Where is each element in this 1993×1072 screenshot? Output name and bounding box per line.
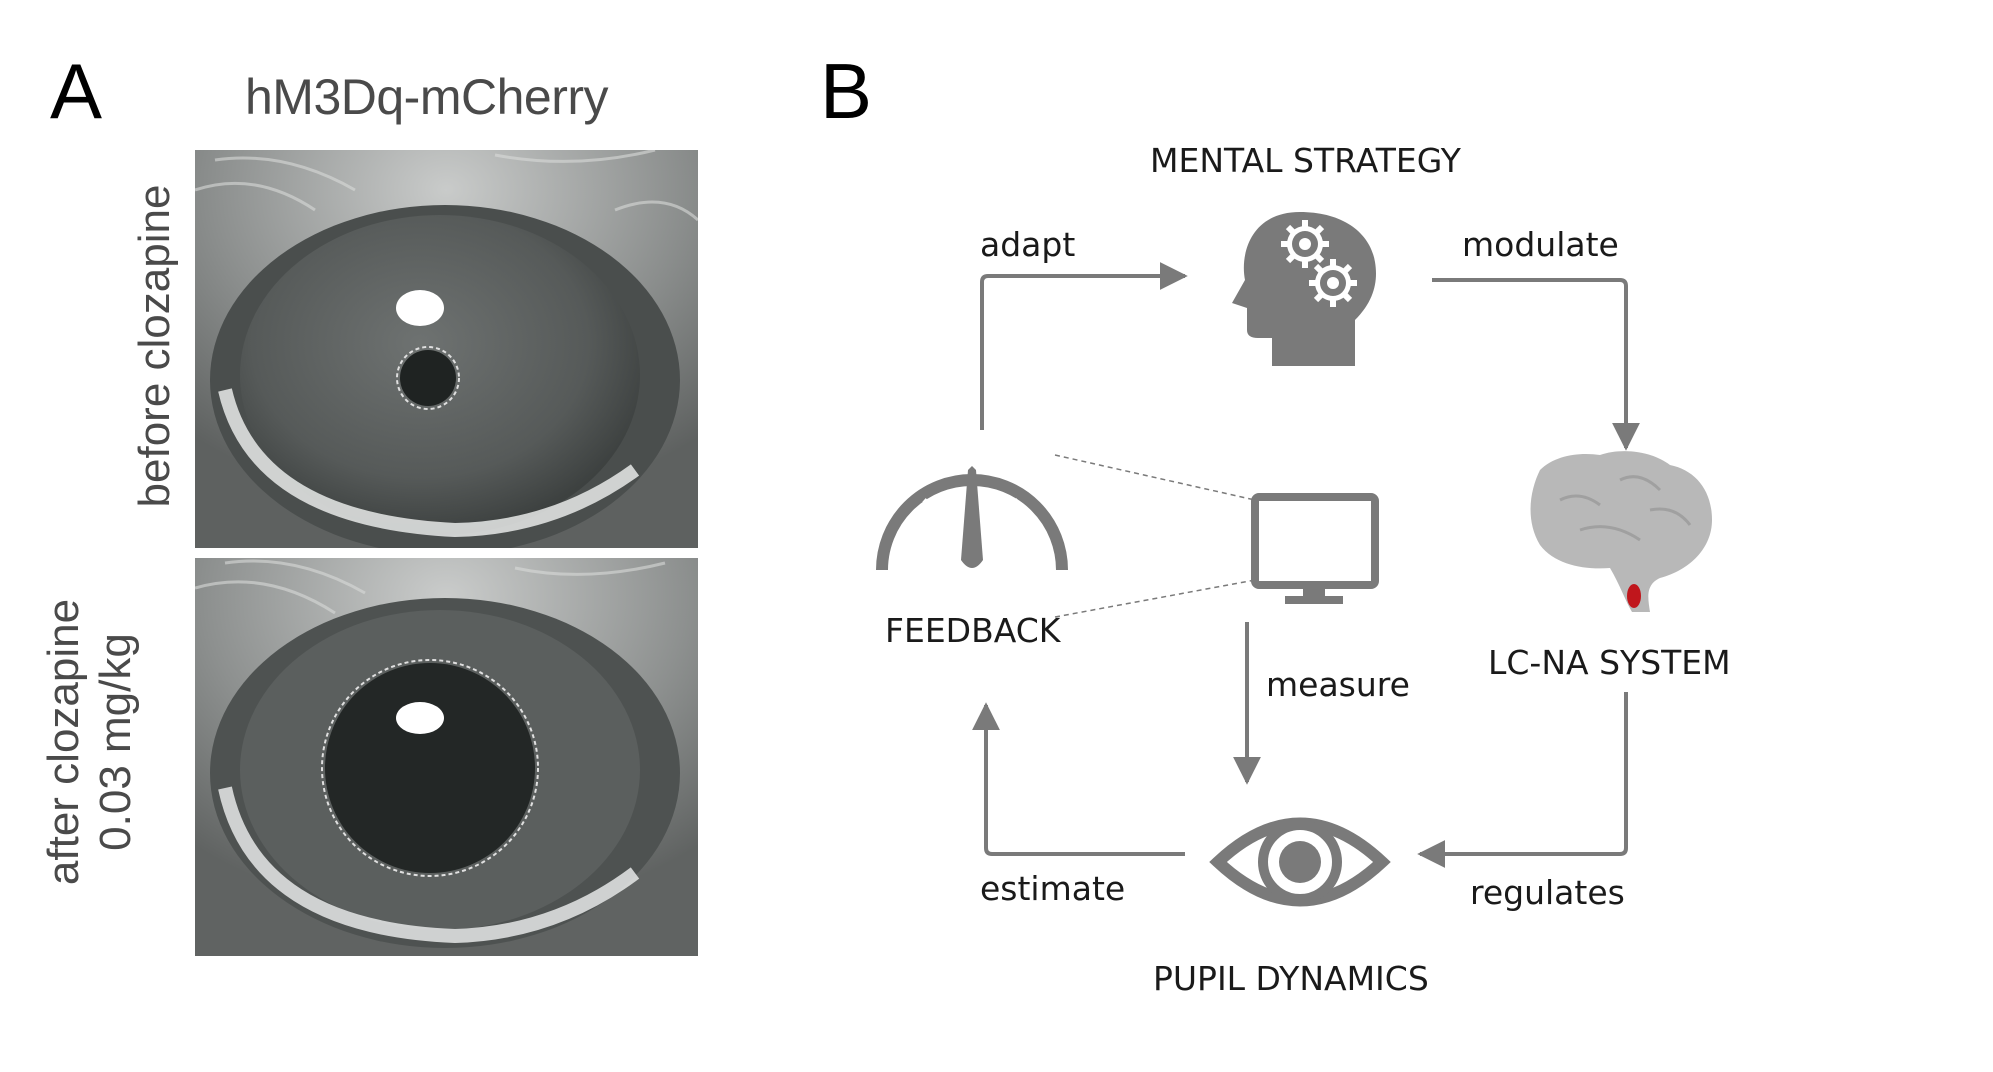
eye-icon [1209, 817, 1391, 907]
node-label-mental-strategy: MENTAL STRATEGY [1150, 141, 1461, 180]
gauge-icon [876, 466, 1068, 571]
edge-adapt-arrow [980, 262, 1188, 430]
node-label-pupil-dynamics: PUPIL DYNAMICS [1153, 959, 1429, 998]
eye-photo-after [195, 558, 698, 956]
edge-label-regulates: regulates [1470, 873, 1625, 912]
edge-label-modulate: modulate [1462, 225, 1619, 264]
lc-highlight-icon [1627, 584, 1641, 608]
edge-label-adapt: adapt [980, 225, 1076, 264]
edge-modulate-arrow [1432, 278, 1640, 451]
edge-regulates-arrow [1417, 692, 1628, 868]
monitor-icon [1251, 493, 1379, 604]
edge-label-estimate: estimate [980, 869, 1126, 908]
panel-a-title: hM3Dq-mCherry [245, 69, 609, 125]
head-gears-icon [1232, 212, 1376, 366]
panel-b-letter: B [820, 47, 873, 135]
dashed-link-bottom [1054, 579, 1256, 618]
node-label-feedback: FEEDBACK [885, 611, 1061, 650]
dashed-link-top [1054, 454, 1256, 501]
eye-photo-before [195, 150, 698, 548]
brain-icon [1530, 451, 1712, 612]
edge-estimate-arrow [972, 702, 1185, 856]
node-label-lc-na-system: LC-NA SYSTEM [1488, 643, 1731, 682]
edge-label-measure: measure [1266, 665, 1410, 704]
panel-a-letter: A [50, 47, 103, 135]
